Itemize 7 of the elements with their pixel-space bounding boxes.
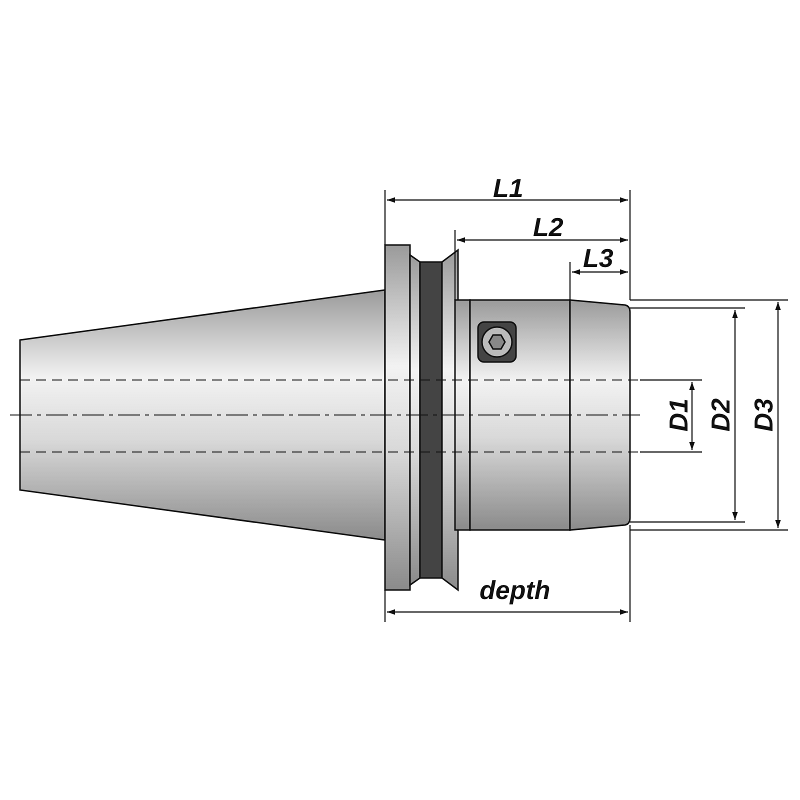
dimension-label: D2 xyxy=(707,398,734,432)
dimension-label: D1 xyxy=(665,398,692,432)
dimension-label: depth xyxy=(480,577,550,603)
dimension-label: D3 xyxy=(750,398,776,432)
dimension-label: L1 xyxy=(493,175,524,201)
dimension-label: L2 xyxy=(533,214,564,240)
dimension-label: L3 xyxy=(583,245,614,271)
